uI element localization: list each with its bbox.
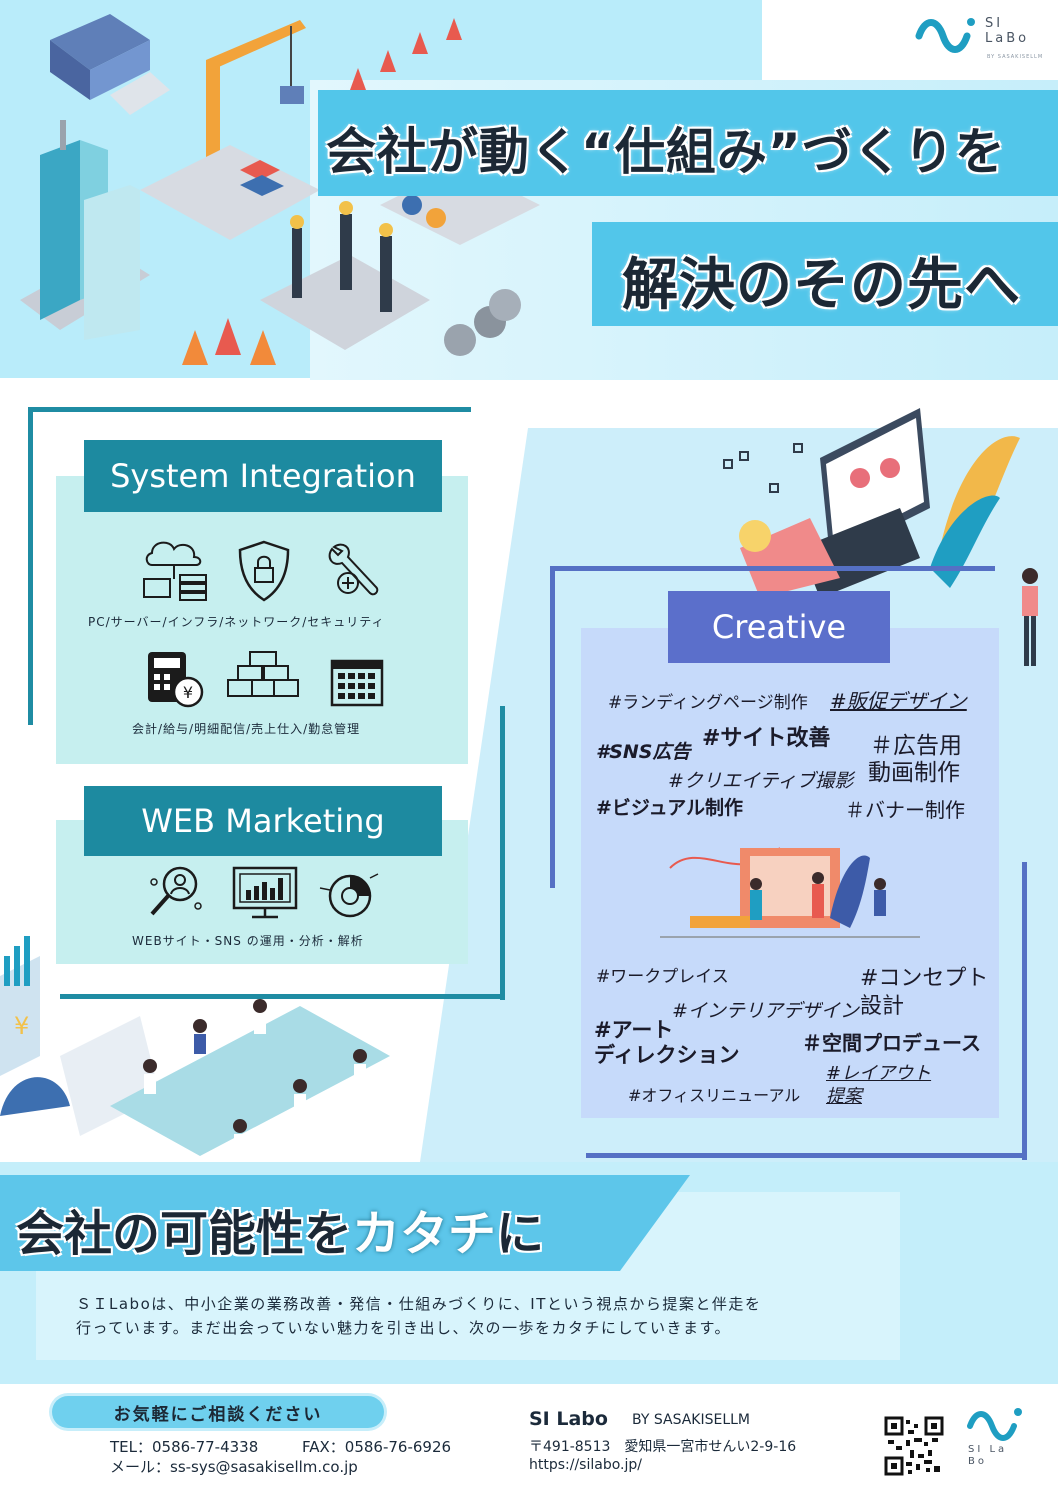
calculator-yen-icon: ¥ — [148, 652, 204, 708]
cloud-network-icon — [143, 541, 207, 601]
si-row2-caption: 会計/給与/明細配信/売上仕入/勤怠管理 — [132, 722, 361, 736]
calendar-icon — [330, 659, 384, 707]
tag-banner: ＃バナー制作 — [845, 798, 965, 822]
creative-frame-bottom — [586, 1153, 1027, 1158]
email-address[interactable]: メール：ss-sys@sasakisellm.co.jp — [110, 1458, 358, 1476]
meeting-illustration: ¥ — [0, 936, 390, 1156]
website-url[interactable]: https://silabo.jp/ — [529, 1457, 642, 1473]
tag-site-improve: #サイト改善 — [702, 726, 831, 751]
company-description: ＳＩLaboは、中小企業の業務改善・発信・仕組みづくりに、ITという視点から提案… — [76, 1292, 896, 1340]
si-row1-caption: PC/サーバー/インフラ/ネットワーク/セキュリティ — [88, 615, 385, 629]
logo-subtext: BY SASAKISELLM — [987, 54, 1044, 60]
logo-wave-icon — [915, 18, 975, 53]
creative-frame-right — [1022, 862, 1027, 1160]
headline-line1: 会社が動く“仕組み”づくりを — [326, 123, 1006, 181]
wrench-gear-icon — [328, 543, 379, 596]
si-frame-bottom — [60, 994, 505, 999]
si-frame-right — [500, 706, 505, 1000]
si-frame-left — [28, 407, 33, 725]
tag-visual: #ビジュアル制作 — [596, 797, 744, 819]
tag-sns-ads: #SNS広告 — [596, 741, 691, 763]
footer-logo-text: SI LaBo — [968, 1444, 1008, 1467]
fax-number: FAX：0586-76-6926 — [302, 1438, 452, 1456]
tag-office-renewal: #オフィスリニューアル — [628, 1086, 801, 1105]
qr-code-icon[interactable] — [884, 1416, 944, 1476]
description-line1: ＳＩLaboは、中小企業の業務改善・発信・仕組みづくりに、ITという視点から提案… — [76, 1295, 762, 1313]
tag-promo-design: #販促デザイン — [830, 689, 967, 713]
company-name: SI Labo — [529, 1408, 608, 1430]
title-band-2 — [592, 222, 1058, 326]
web-marketing-header: WEB Marketing — [84, 786, 442, 856]
magnifier-people-icon — [150, 866, 202, 916]
creative-illustration — [723, 408, 1038, 666]
si-frame-top — [28, 407, 471, 412]
tag-landing-page: #ランディングページ制作 — [608, 693, 808, 713]
tag-creative-photo: #クリエイティブ撮影 — [668, 770, 854, 792]
slogan-suffix: に — [496, 1206, 545, 1262]
title-band-1 — [318, 90, 1058, 196]
svg-text:¥: ¥ — [183, 683, 193, 702]
svg-text:¥: ¥ — [14, 1012, 29, 1040]
slogan: 会社の可能性をカタチに — [16, 1194, 544, 1264]
tag-workplace: #ワークプレイス — [596, 967, 729, 987]
tag-ad-video-1: ＃広告用 — [870, 733, 962, 759]
boxes-icon — [227, 651, 299, 697]
tag-layout-1: #レイアウト — [826, 1063, 932, 1084]
tag-layout-2: 提案 — [826, 1086, 862, 1107]
slogan-band — [0, 1175, 690, 1271]
monitor-chart-icon — [232, 866, 298, 919]
tag-concept-2: 設計 — [860, 994, 905, 1019]
slogan-prefix: 会社の可能性を — [16, 1206, 353, 1262]
tag-space-produce: ＃空間プロデュース — [802, 1031, 981, 1055]
brand-logo: SI LaBo BY SASAKISELLM — [915, 12, 1045, 62]
shield-lock-icon — [238, 540, 290, 602]
system-integration-header: System Integration — [84, 440, 442, 512]
tag-interior: #インテリアデザイン — [672, 1000, 859, 1022]
consult-badge: お気軽にご相談ください — [52, 1396, 384, 1428]
creative-header: Creative — [668, 591, 890, 663]
slogan-highlight: カタチ — [352, 1206, 497, 1262]
workspace-illustration — [660, 847, 920, 938]
logo-text: SI LaBo — [985, 16, 1030, 46]
web-caption: WEBサイト・SNS の運用・分析・解析 — [132, 934, 364, 948]
creative-frame-top — [550, 566, 995, 571]
footer-logo: SI LaBo — [966, 1404, 1026, 1472]
creative-frame-left — [550, 566, 555, 888]
pie-analysis-icon — [319, 873, 379, 918]
footer-logo-wave-icon — [967, 1408, 1022, 1441]
tag-art-direction-2: ディレクション — [594, 1043, 740, 1067]
company-by: BY SASAKISELLM — [632, 1412, 751, 1428]
company-address: 〒491-8513 愛知県一宮市せんい2-9-16 — [529, 1439, 797, 1455]
tag-art-direction-1: #アート — [594, 1018, 674, 1042]
tag-ad-video-2: 動画制作 — [868, 760, 960, 786]
tag-concept-1: #コンセプト — [860, 966, 989, 991]
headline-line2: 解決のその先へ — [622, 253, 1021, 318]
description-line2: 行っています。まだ出会っていない魅力を引き出し、次の一歩をカタチにしていきます。 — [76, 1319, 732, 1337]
tel-number[interactable]: TEL：0586-77-4338 — [110, 1438, 259, 1456]
system-integration-panel — [56, 476, 468, 764]
